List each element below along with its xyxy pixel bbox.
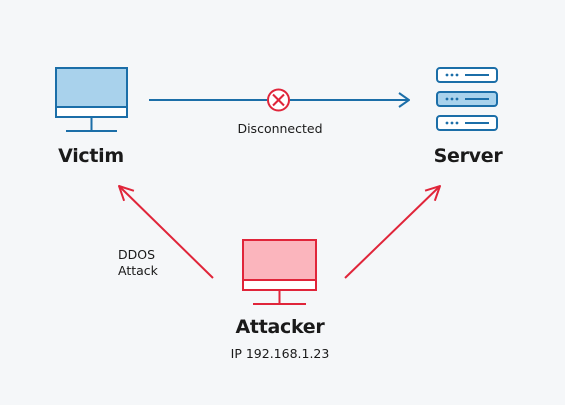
attacker-label: Attacker (235, 316, 325, 338)
victim-label: Victim (58, 145, 124, 167)
connection-status-label: Disconnected (237, 121, 323, 136)
server-rack-icon (436, 67, 498, 131)
x-circle-icon (267, 88, 290, 112)
victim-monitor-icon (55, 67, 128, 132)
attacker-monitor-icon (242, 239, 317, 305)
attack-label-line2: Attack (118, 263, 158, 278)
server-label: Server (433, 145, 503, 167)
attacker-ip-label: IP 192.168.1.23 (230, 346, 330, 361)
attack-arrow-to-victim (119, 186, 214, 279)
attack-label-line1: DDOS (118, 247, 156, 262)
attack-arrow-to-server (344, 186, 440, 279)
